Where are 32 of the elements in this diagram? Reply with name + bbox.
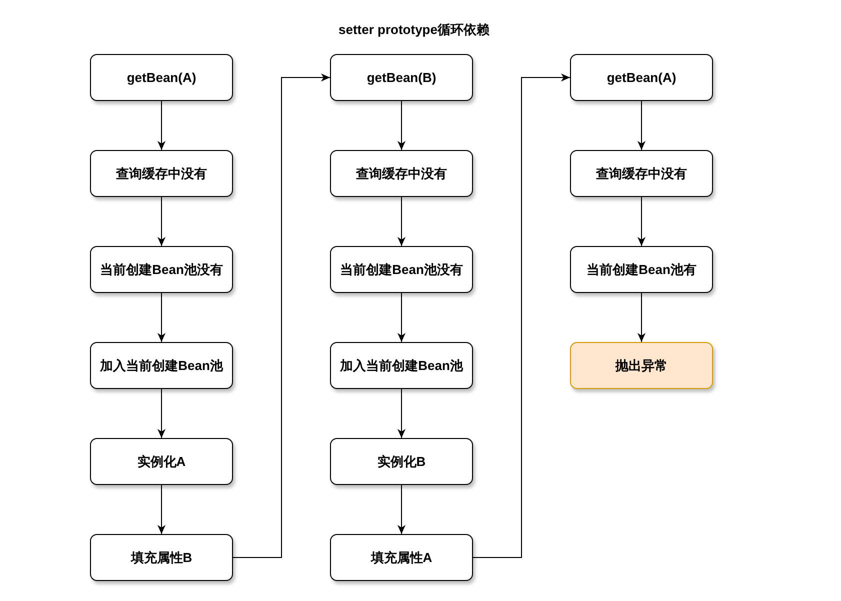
process-box: getBean(A) (90, 54, 233, 101)
arrow (638, 196, 646, 246)
process-box: 实例化B (330, 438, 473, 485)
arrow (158, 100, 166, 150)
process-box: 查询缓存中没有 (90, 150, 233, 197)
arrow (638, 292, 646, 342)
arrow (398, 388, 406, 438)
process-box: 当前创建Bean池没有 (330, 246, 473, 293)
diagram-title: setter prototype循环依赖 (338, 21, 490, 39)
process-box: getBean(A) (570, 54, 713, 101)
arrow (472, 74, 570, 558)
process-box: 查询缓存中没有 (330, 150, 473, 197)
arrow (158, 484, 166, 534)
arrow (398, 292, 406, 342)
process-box: 当前创建Bean池有 (570, 246, 713, 293)
process-box: getBean(B) (330, 54, 473, 101)
process-box: 查询缓存中没有 (570, 150, 713, 197)
arrow (158, 388, 166, 438)
arrow (158, 292, 166, 342)
process-box: 实例化A (90, 438, 233, 485)
process-box: 加入当前创建Bean池 (330, 342, 473, 389)
arrow (158, 196, 166, 246)
arrow (638, 100, 646, 150)
arrow (398, 100, 406, 150)
process-box: 当前创建Bean池没有 (90, 246, 233, 293)
error-box: 抛出异常 (570, 342, 713, 389)
process-box: 填充属性A (330, 534, 473, 581)
process-box: 填充属性B (90, 534, 233, 581)
arrow (232, 74, 330, 558)
arrow (398, 484, 406, 534)
arrow (398, 196, 406, 246)
process-box: 加入当前创建Bean池 (90, 342, 233, 389)
